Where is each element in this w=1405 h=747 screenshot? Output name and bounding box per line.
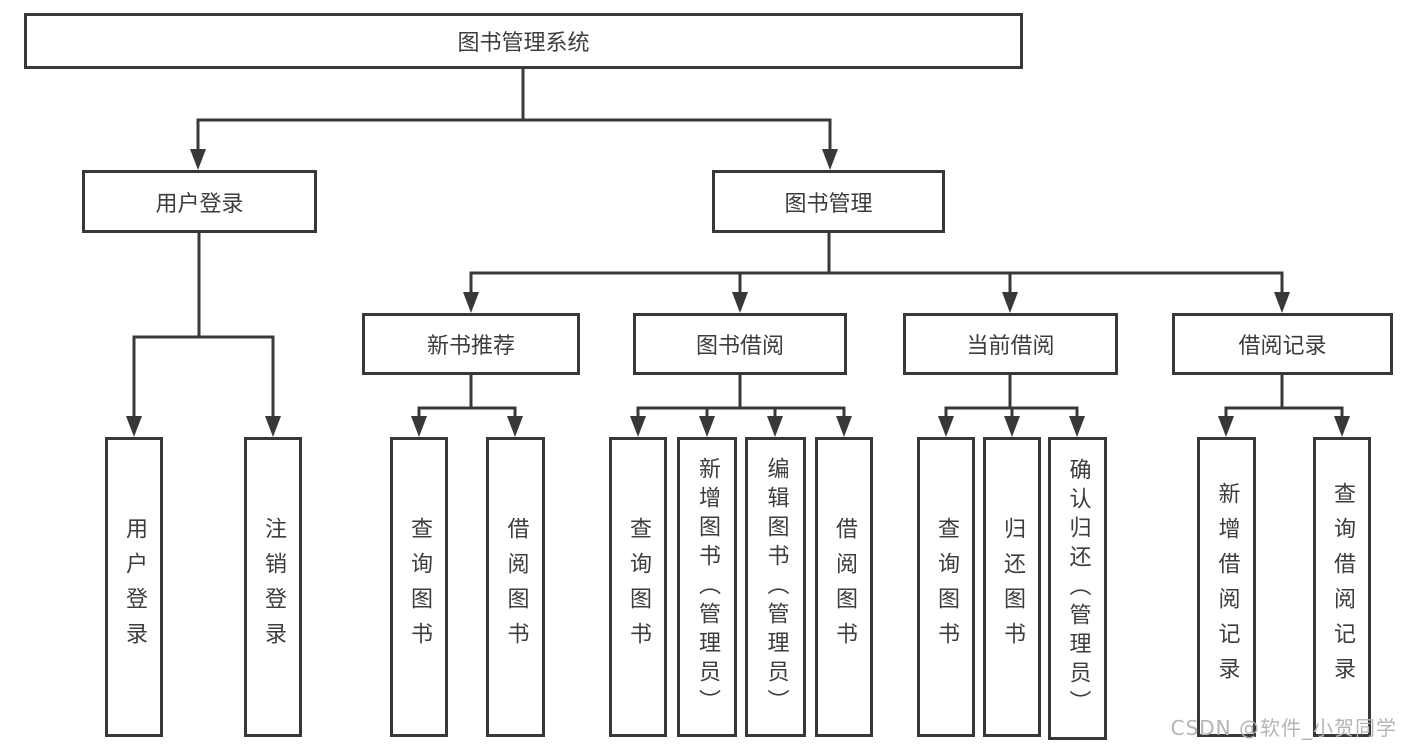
node-borrow-records-label: 借阅记录 — [1238, 334, 1327, 359]
node-user-login-label: 用户登录 — [155, 191, 244, 217]
node-new-book-recommend-label: 新书推荐 — [426, 334, 515, 359]
leaf-cb-return-books: 归还图书 — [983, 437, 1041, 737]
leaf-br-add-record: 新增借阅记录 — [1197, 437, 1256, 737]
leaf-cb-confirm-return-admin: 确认归还（管理员） — [1048, 437, 1107, 740]
node-borrow-records: 借阅记录 — [1172, 313, 1393, 375]
watermark-text: CSDN @软件_小贺同学 — [1170, 716, 1397, 740]
leaf-cb-query-books: 查询图书 — [917, 437, 975, 737]
leaf-nbr-query-books: 查询图书 — [390, 437, 448, 737]
node-new-book-recommend: 新书推荐 — [362, 313, 580, 375]
arrow-down-icon — [767, 416, 783, 437]
leaf-bb-borrow-books-label: 借阅图书 — [832, 517, 857, 657]
leaf-br-add-record-label: 新增借阅记录 — [1214, 482, 1240, 692]
leaf-cb-query-books-label: 查询图书 — [934, 517, 959, 657]
arrow-down-icon — [265, 416, 281, 437]
leaf-bb-edit-books-admin-label: 编辑图书（管理员） — [763, 456, 789, 718]
node-user-login: 用户登录 — [82, 170, 317, 233]
arrow-down-icon — [822, 149, 838, 170]
arrow-down-icon — [411, 416, 427, 437]
leaf-cb-confirm-return-admin-label: 确认归还（管理员） — [1065, 458, 1091, 719]
leaf-nbr-borrow-books-label: 借阅图书 — [503, 517, 529, 657]
arrow-down-icon — [630, 416, 646, 437]
arrow-down-icon — [1069, 416, 1085, 437]
arrow-down-icon — [836, 416, 852, 437]
leaf-logout-login-label: 注销登录 — [261, 517, 286, 657]
leaf-bb-query-books: 查询图书 — [609, 437, 667, 737]
arrow-down-icon — [463, 292, 479, 313]
leaf-bb-add-books-admin: 新增图书（管理员） — [677, 437, 737, 737]
arrow-down-icon — [1274, 292, 1290, 313]
leaf-bb-borrow-books: 借阅图书 — [815, 437, 873, 737]
leaf-nbr-borrow-books: 借阅图书 — [486, 437, 545, 737]
leaf-user-login: 用户登录 — [105, 437, 163, 737]
arrow-down-icon — [507, 416, 523, 437]
leaf-nbr-query-books-label: 查询图书 — [407, 517, 432, 657]
arrow-down-icon — [1002, 292, 1018, 313]
leaf-bb-edit-books-admin: 编辑图书（管理员） — [745, 437, 806, 737]
node-book-borrow: 图书借阅 — [633, 313, 847, 375]
leaf-br-query-record: 查询借阅记录 — [1313, 437, 1371, 737]
leaf-logout-login: 注销登录 — [244, 437, 302, 737]
leaf-br-query-record-label: 查询借阅记录 — [1330, 482, 1355, 692]
arrow-down-icon — [938, 416, 954, 437]
arrow-down-icon — [732, 292, 748, 313]
leaf-user-login-label: 用户登录 — [122, 517, 147, 657]
leaf-bb-query-books-label: 查询图书 — [626, 517, 651, 657]
node-current-borrow-label: 当前借阅 — [966, 334, 1055, 359]
arrow-down-icon — [126, 416, 142, 437]
arrow-down-icon — [190, 149, 206, 170]
node-current-borrow: 当前借阅 — [903, 313, 1118, 375]
node-book-management-label: 图书管理 — [784, 191, 873, 217]
leaf-bb-add-books-admin-label: 新增图书（管理员） — [695, 456, 720, 718]
leaf-cb-return-books-label: 归还图书 — [1000, 517, 1025, 657]
arrow-down-icon — [699, 416, 715, 437]
node-root-label: 图书管理系统 — [457, 31, 590, 56]
node-book-management: 图书管理 — [712, 170, 945, 233]
node-root: 图书管理系统 — [24, 13, 1023, 69]
node-book-borrow-label: 图书借阅 — [695, 334, 784, 359]
connector-path — [132, 67, 1344, 419]
arrow-down-icon — [1334, 416, 1350, 437]
arrow-down-icon — [1004, 416, 1020, 437]
arrow-down-icon — [1218, 416, 1234, 437]
